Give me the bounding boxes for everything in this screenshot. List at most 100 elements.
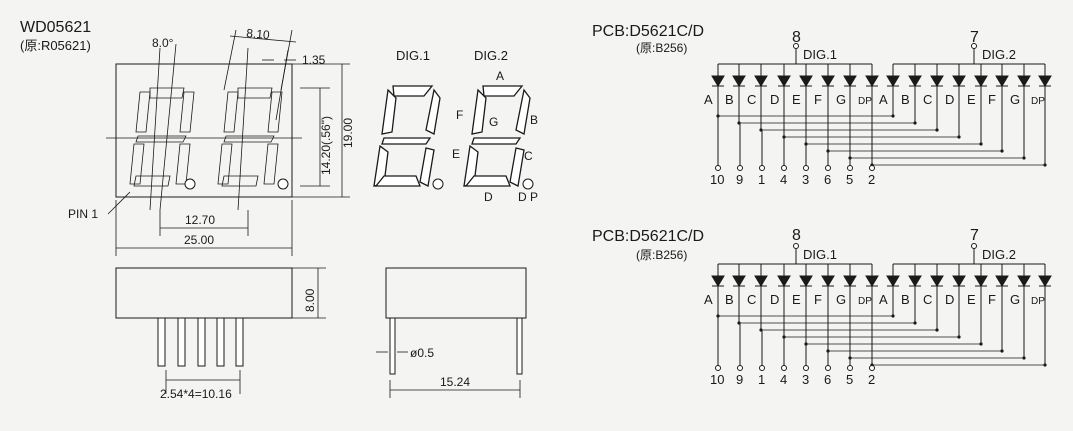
segment-view: DIG.1 DIG.2 A B C D E F G D P xyxy=(373,48,538,204)
pin1-label: PIN 1 xyxy=(68,207,98,221)
led-diode xyxy=(711,275,725,287)
pin-number: 2 xyxy=(868,172,875,187)
led-diode xyxy=(1017,275,1031,287)
centerlines xyxy=(106,29,302,211)
schematic-2-dig1: DIG.1 xyxy=(803,247,837,262)
led-diode xyxy=(886,275,900,287)
segment-label: D xyxy=(770,292,779,307)
led-diode xyxy=(732,75,746,87)
front-dp-1 xyxy=(184,178,196,190)
pin-number: 2 xyxy=(868,372,875,387)
end-body xyxy=(385,267,527,319)
side-pins xyxy=(157,317,244,367)
led-diode xyxy=(821,275,835,287)
seg-label-b: B xyxy=(530,113,538,127)
led-diode xyxy=(754,275,768,287)
led-diode xyxy=(974,75,988,87)
pin-number: 1 xyxy=(758,372,765,387)
display-body-outline xyxy=(115,63,293,198)
segment-label: C xyxy=(923,92,932,107)
schematic-2-com1: 8 xyxy=(792,227,801,244)
pin-number: 6 xyxy=(824,172,831,187)
led-diode xyxy=(930,75,944,87)
dim-slant: 8.0° xyxy=(152,36,174,50)
dim-row-pitch: 15.24 xyxy=(440,375,470,389)
led-diode xyxy=(732,275,746,287)
pin-number: 10 xyxy=(710,372,724,387)
schematic-1-dig2: DIG.2 xyxy=(982,47,1016,62)
led-diode xyxy=(952,75,966,87)
led-diode xyxy=(754,75,768,87)
segment-label: G xyxy=(836,292,846,307)
seg-digit-2 xyxy=(463,85,534,190)
pin-number: 1 xyxy=(758,172,765,187)
led-diode xyxy=(1038,75,1052,87)
pin-number: 6 xyxy=(824,372,831,387)
segment-label: F xyxy=(814,292,822,307)
led-diode xyxy=(777,275,791,287)
alt-part-number: (原:R05621) xyxy=(20,38,91,53)
side-view-front: 8.00 2.54*4=10.16 xyxy=(115,267,326,401)
seg-dig2-label: DIG.2 xyxy=(474,48,508,63)
seg-label-c: C xyxy=(524,149,533,163)
side-body xyxy=(115,267,293,319)
led-diode xyxy=(865,75,879,87)
segment-label: D xyxy=(945,92,954,107)
schematic-1-segment-labels: A B C D E F G DP A B C D E F G DP xyxy=(704,92,1045,107)
front-view: 8.0° 8.10 1.35 14.20(.56") 19.00 12.70 2… xyxy=(68,26,355,256)
led-diode xyxy=(908,75,922,87)
schematic-2: PCB:D5621C/D (原:B256) 8 7 DIG.1 DIG.2 A … xyxy=(592,227,1052,387)
dim-pin-pitch: 2.54*4=10.16 xyxy=(160,387,232,401)
segment-label: F xyxy=(988,92,996,107)
side-view-end: ø0.5 15.24 xyxy=(376,267,527,398)
pin-number: 4 xyxy=(780,372,787,387)
led-diode xyxy=(974,275,988,287)
led-diode xyxy=(865,275,879,287)
schematic-1-wiring xyxy=(711,43,1052,171)
dim-pin-diameter: ø0.5 xyxy=(410,346,434,360)
seg-label-a: A xyxy=(496,69,504,83)
led-diode xyxy=(930,275,944,287)
schematic-1-alt: (原:B256) xyxy=(636,41,687,55)
led-diode xyxy=(711,75,725,87)
segment-label: C xyxy=(923,292,932,307)
schematic-1-com2: 7 xyxy=(970,29,979,46)
segment-label: E xyxy=(792,292,801,307)
part-number: WD05621 xyxy=(20,19,91,36)
seg-label-e: E xyxy=(452,147,460,161)
led-diode xyxy=(886,75,900,87)
led-diode xyxy=(908,275,922,287)
schematic-2-dig2: DIG.2 xyxy=(982,247,1016,262)
segment-label: F xyxy=(988,292,996,307)
segment-label: G xyxy=(836,92,846,107)
segment-label: E xyxy=(967,92,976,107)
segment-label: B xyxy=(725,292,734,307)
pin-number: 5 xyxy=(846,172,853,187)
dim-body-width: 25.00 xyxy=(184,233,214,247)
led-diode xyxy=(843,75,857,87)
schematic-2-pin-numbers: 10 9 1 4 3 6 5 2 xyxy=(710,372,875,387)
led-diode xyxy=(1017,75,1031,87)
segment-label: B xyxy=(901,92,910,107)
segment-label: A xyxy=(879,292,888,307)
segment-label: C xyxy=(747,292,756,307)
segment-label: B xyxy=(901,292,910,307)
led-diode xyxy=(799,75,813,87)
segment-label: A xyxy=(704,292,713,307)
pin-number: 3 xyxy=(802,172,809,187)
schematic-1-title: PCB:D5621C/D xyxy=(592,23,704,40)
led-diode xyxy=(821,75,835,87)
led-diode xyxy=(995,75,1009,87)
led-diode xyxy=(799,275,813,287)
pin-number: 5 xyxy=(846,372,853,387)
schematic-2-com2: 7 xyxy=(970,227,979,244)
segment-label: D xyxy=(945,292,954,307)
seg-dp-2 xyxy=(522,178,534,190)
segment-label: DP xyxy=(1031,296,1045,307)
dim-dp-offset: 1.35 xyxy=(302,53,326,67)
seg-label-d: D xyxy=(484,190,493,204)
seg-label-dp: D P xyxy=(518,190,538,204)
schematic-1-dig1: DIG.1 xyxy=(803,47,837,62)
pin-number: 9 xyxy=(736,372,743,387)
led-diode xyxy=(843,275,857,287)
